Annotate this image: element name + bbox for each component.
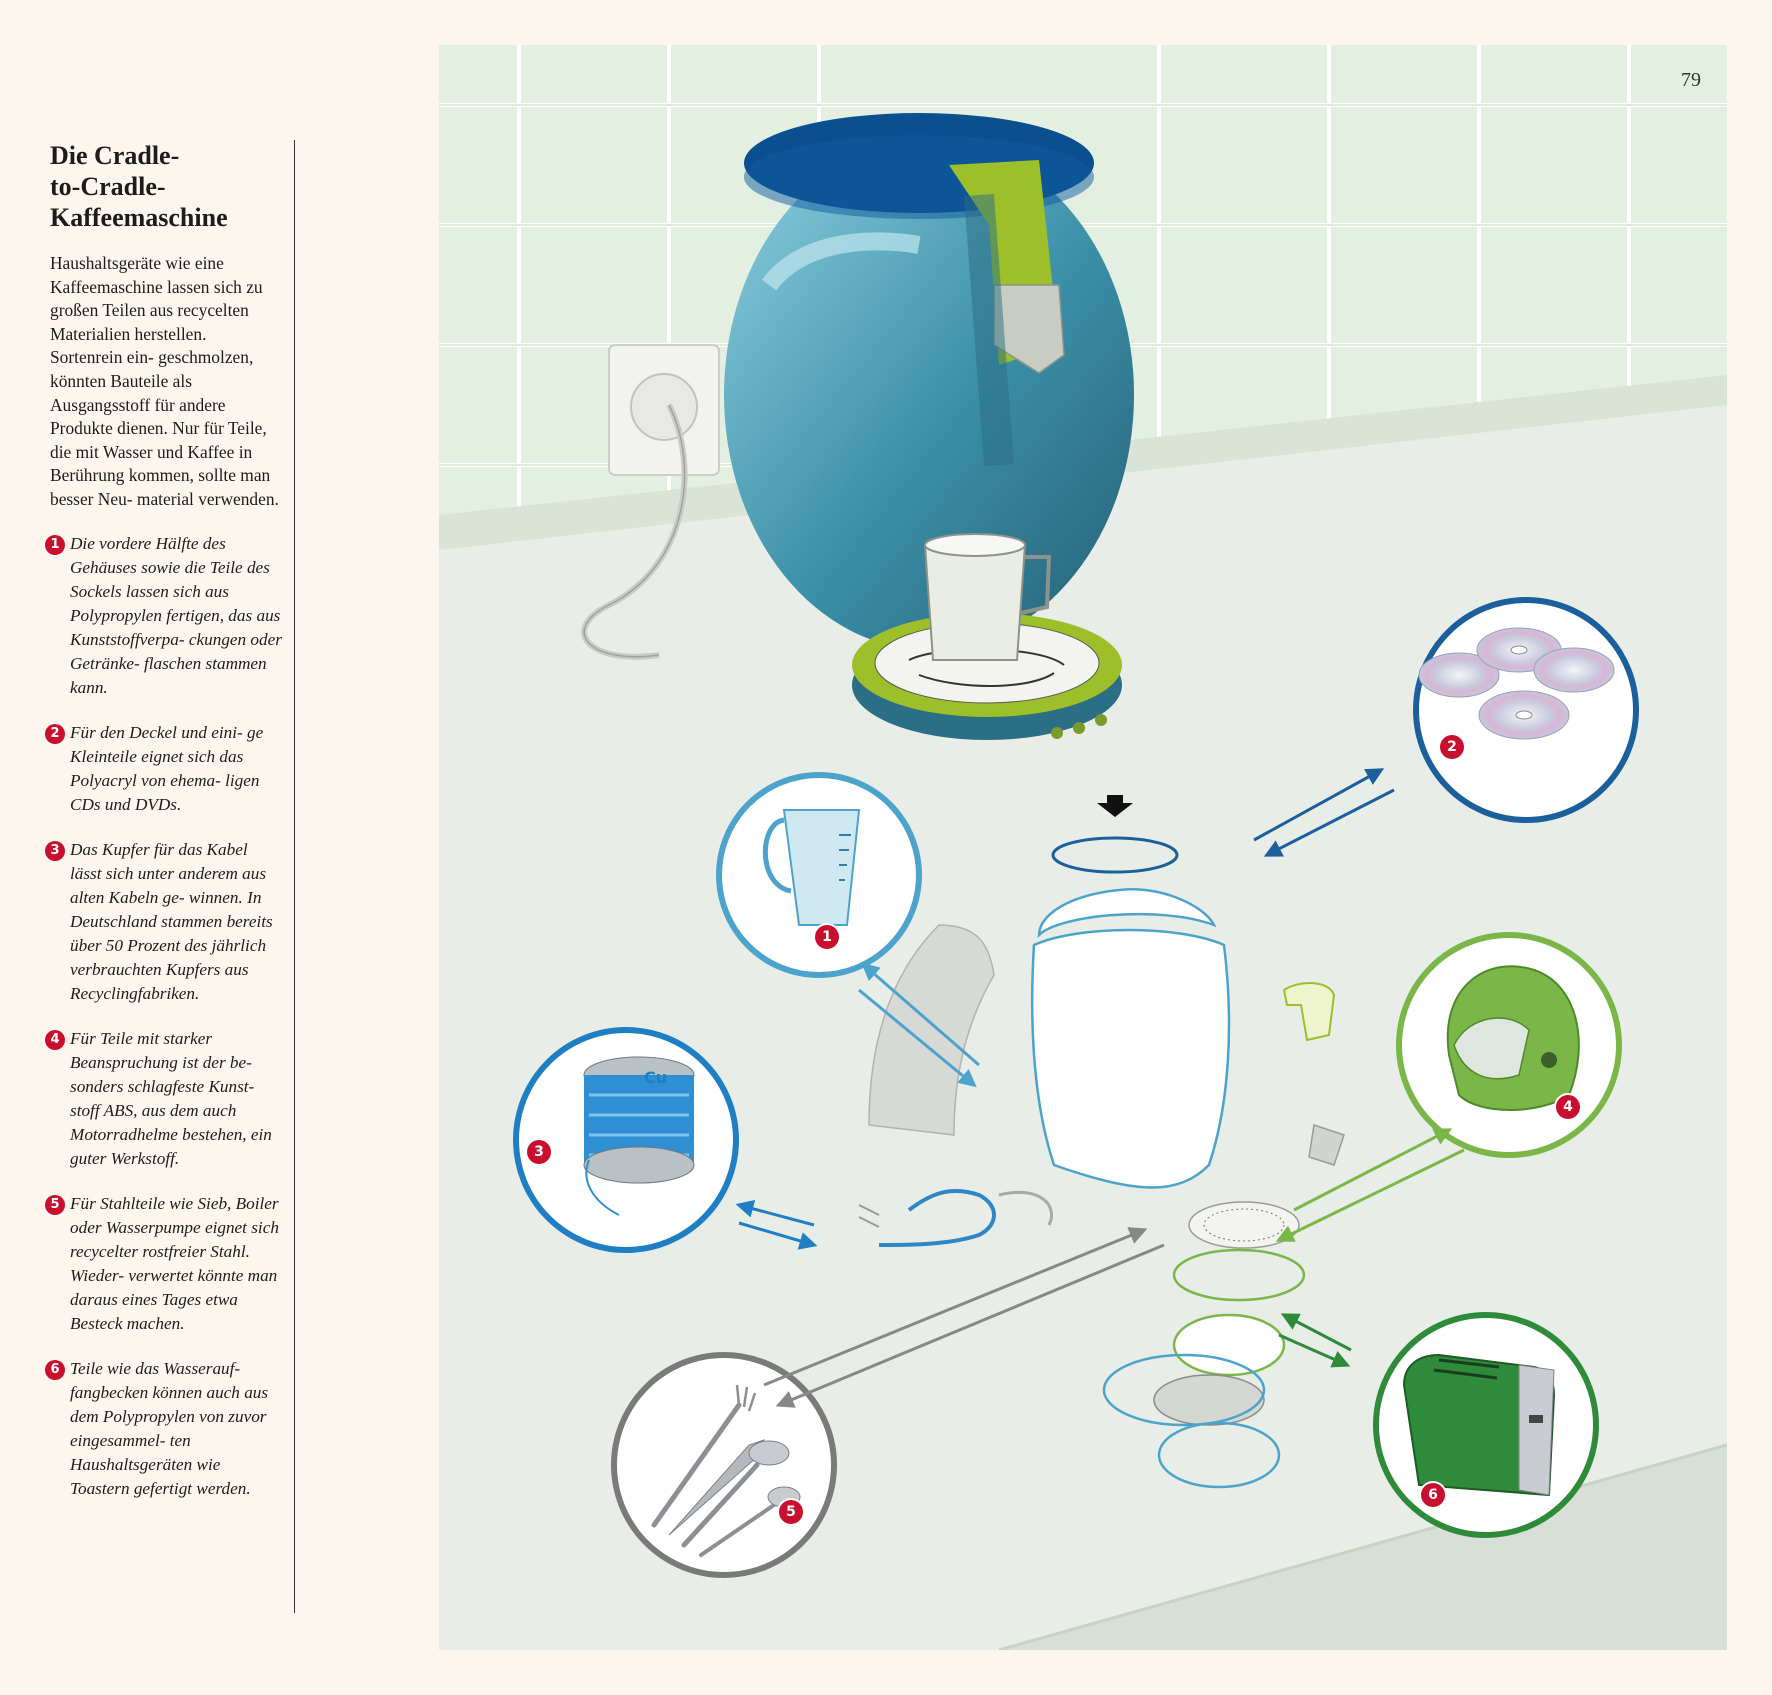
coffee-machine <box>724 113 1134 740</box>
note-number: 6 <box>45 1359 65 1380</box>
note-text: Die vordere Hälfte des Gehäuses sowie di… <box>70 533 282 697</box>
note-3: 3 Das Kupfer für das Kabel lässt sich un… <box>45 838 282 1006</box>
title-line: to-Cradle- <box>50 172 166 201</box>
callout-4 <box>1396 932 1622 1158</box>
note-number: 2 <box>45 723 65 744</box>
connector-arrows <box>735 768 1465 1408</box>
callout-5 <box>611 1352 837 1578</box>
down-arrow-icon <box>1097 795 1133 817</box>
note-text: Für Stahlteile wie Sieb, Boiler oder Was… <box>70 1193 279 1333</box>
note-number: 4 <box>45 1029 65 1050</box>
callout-1 <box>716 772 922 978</box>
note-2: 2 Für den Deckel und eini- ge Kleinteile… <box>45 721 282 817</box>
measuring-jug-icon <box>762 809 861 926</box>
wall-socket <box>581 344 720 660</box>
callout-badge-3: 3 <box>527 1140 551 1164</box>
cutlery-icon <box>651 1384 801 1557</box>
note-text: Teile wie das Wasserauf- fangbecken könn… <box>70 1358 269 1498</box>
exploded-diagram: Cu <box>439 45 1727 1650</box>
callout-badge-5: 5 <box>779 1500 803 1524</box>
note-number: 5 <box>45 1194 65 1215</box>
illustration-panel: Cu <box>439 45 1727 1650</box>
note-number: 1 <box>45 534 65 555</box>
callout-badge-1: 1 <box>815 925 839 949</box>
callout-3: Cu <box>513 1027 739 1253</box>
exploded-cable <box>858 1189 1053 1247</box>
text-column: Die Cradle- to-Cradle- Kaffeemaschine Ha… <box>45 140 295 1613</box>
motorcycle-helmet-icon <box>1446 965 1580 1111</box>
title-line: Kaffeemaschine <box>50 203 228 232</box>
spool-label: Cu <box>644 1068 667 1087</box>
copper-spool-icon: Cu <box>583 1056 695 1216</box>
toaster-icon <box>1402 1353 1556 1497</box>
note-1: 1 Die vordere Hälfte des Gehäuses sowie … <box>45 532 282 700</box>
exploded-spout <box>1282 982 1345 1166</box>
title-line: Die Cradle- <box>50 141 180 170</box>
exploded-base-stack <box>1102 1201 1306 1489</box>
exploded-housing <box>1030 887 1231 1189</box>
callout-badge-2: 2 <box>1440 735 1464 759</box>
note-text: Für den Deckel und eini- ge Kleinteile e… <box>70 722 264 814</box>
page-number: 79 <box>1681 69 1701 91</box>
note-5: 5 Für Stahlteile wie Sieb, Boiler oder W… <box>45 1192 282 1336</box>
cd-discs-icon <box>1418 627 1615 740</box>
note-6: 6 Teile wie das Wasserauf- fangbecken kö… <box>45 1357 282 1501</box>
callout-badge-4: 4 <box>1556 1095 1580 1119</box>
callout-badge-6: 6 <box>1421 1483 1445 1507</box>
note-number: 3 <box>45 840 65 861</box>
exploded-lid <box>1051 836 1179 874</box>
page-title: Die Cradle- to-Cradle- Kaffeemaschine <box>50 140 282 233</box>
note-4: 4 Für Teile mit starker Beanspruchung is… <box>45 1027 282 1171</box>
note-text: Für Teile mit starker Beanspruchung ist … <box>70 1028 272 1168</box>
callout-6 <box>1373 1312 1599 1538</box>
callout-2 <box>1413 597 1639 823</box>
note-text: Das Kupfer für das Kabel lässt sich unte… <box>70 839 273 1003</box>
intro-paragraph: Haushaltsgeräte wie eine Kaffeemaschine … <box>50 253 279 509</box>
